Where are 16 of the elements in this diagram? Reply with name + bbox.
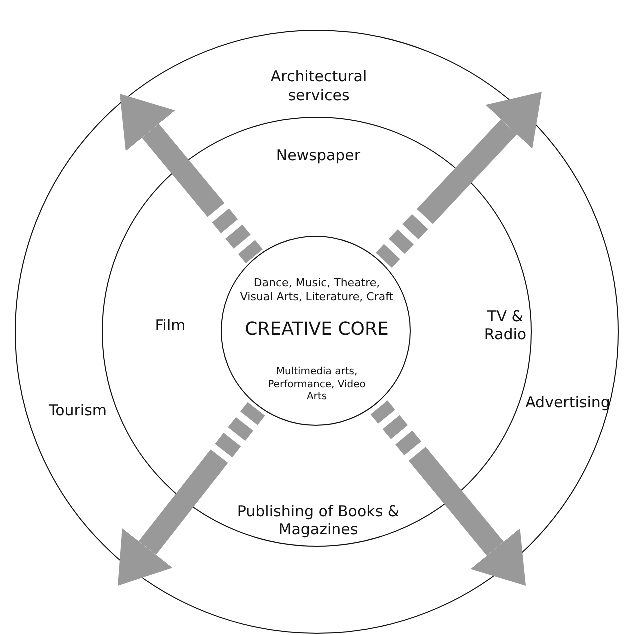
sector-label: TV & Radio: [483, 306, 528, 344]
sector-label: Architectural services: [270, 67, 368, 105]
sector-label: Tourism: [48, 402, 108, 420]
art-forms-text: Multimedia arts, Performance, Video Arts: [267, 366, 367, 404]
sector-label: Film: [154, 316, 187, 335]
arrow: [120, 94, 263, 264]
arrow: [118, 402, 266, 586]
sector-label: Newspaper: [275, 146, 362, 165]
core-title: CREATIVE CORE: [244, 318, 390, 342]
art-forms-text: Dance, Music, Theatre, Visual Arts, Literature, Craft: [239, 276, 395, 304]
inner-circle: [221, 236, 411, 426]
sector-label: Publishing of Books & Magazines: [236, 502, 401, 540]
outer-circle: [15, 30, 619, 634]
arrow: [376, 92, 542, 268]
sector-label: Advertising: [524, 394, 612, 412]
arrow: [370, 400, 526, 586]
